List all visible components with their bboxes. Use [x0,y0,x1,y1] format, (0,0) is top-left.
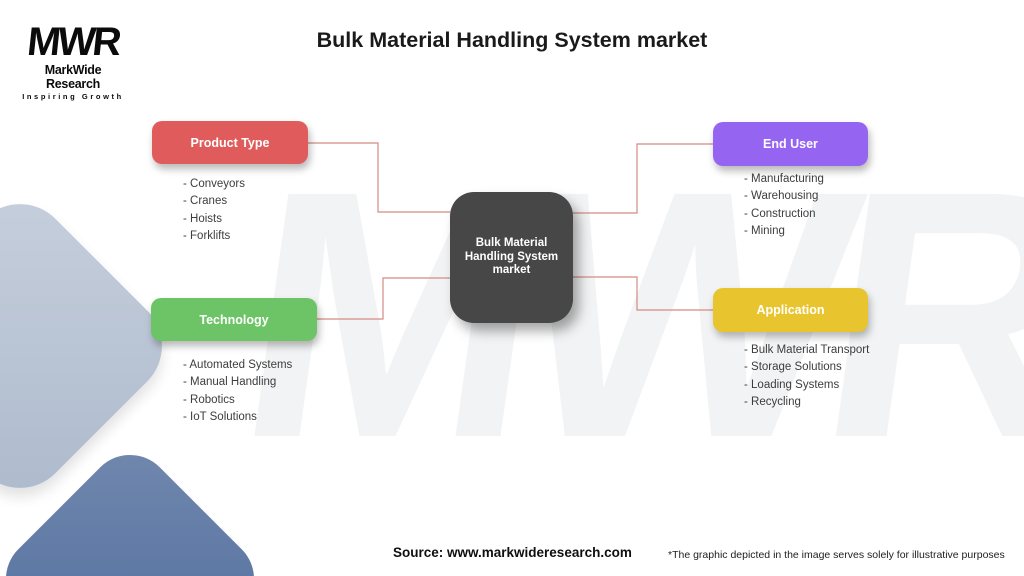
list-item: - Manual Handling [183,376,277,389]
connector-end-user [573,143,713,214]
node-end-user: End User [713,122,868,166]
page-title: Bulk Material Handling System market [316,28,708,52]
list-item: - Forklifts [183,230,231,243]
product-type-list: - Conveyors - Cranes - Hoists - Forklift… [183,176,245,246]
markwide-logo: MWR MarkWide Research Inspiring Growth [22,20,124,101]
list-item: - Robotics [183,393,235,406]
end-user-list: - Manufacturing - Warehousing - Construc… [744,171,824,241]
connector-technology [317,277,450,320]
application-list: - Bulk Material Transport - Storage Solu… [744,342,869,412]
list-item: - Storage Solutions [744,361,842,374]
node-technology: Technology [151,298,317,341]
connector-product-type [308,142,450,213]
list-item: - Cranes [183,195,228,208]
list-item: - Automated Systems [183,359,293,371]
node-application: Application [713,288,868,332]
list-item: - Recycling [744,396,801,409]
list-item: - Bulk Material Transport [744,344,870,356]
list-item: - Mining [744,225,785,238]
list-item: - Hoists [183,212,222,225]
central-node: Bulk Material Handling System market [450,192,573,323]
list-item: - Loading Systems [744,378,840,391]
technology-list: - Automated Systems - Manual Handling - … [183,357,292,427]
node-product-type: Product Type [152,121,308,164]
list-item: - IoT Solutions [183,411,257,424]
list-item: - Manufacturing [744,173,824,185]
list-item: - Conveyors [183,178,245,190]
disclaimer-text: *The graphic depicted in the image serve… [668,549,1005,561]
logo-tagline: Inspiring Growth [22,92,124,101]
list-item: - Warehousing [744,190,819,203]
logo-name: MarkWide Research [44,63,102,91]
source-text: Source: www.markwideresearch.com [393,545,632,560]
connector-application [573,276,713,311]
list-item: - Construction [744,207,816,220]
